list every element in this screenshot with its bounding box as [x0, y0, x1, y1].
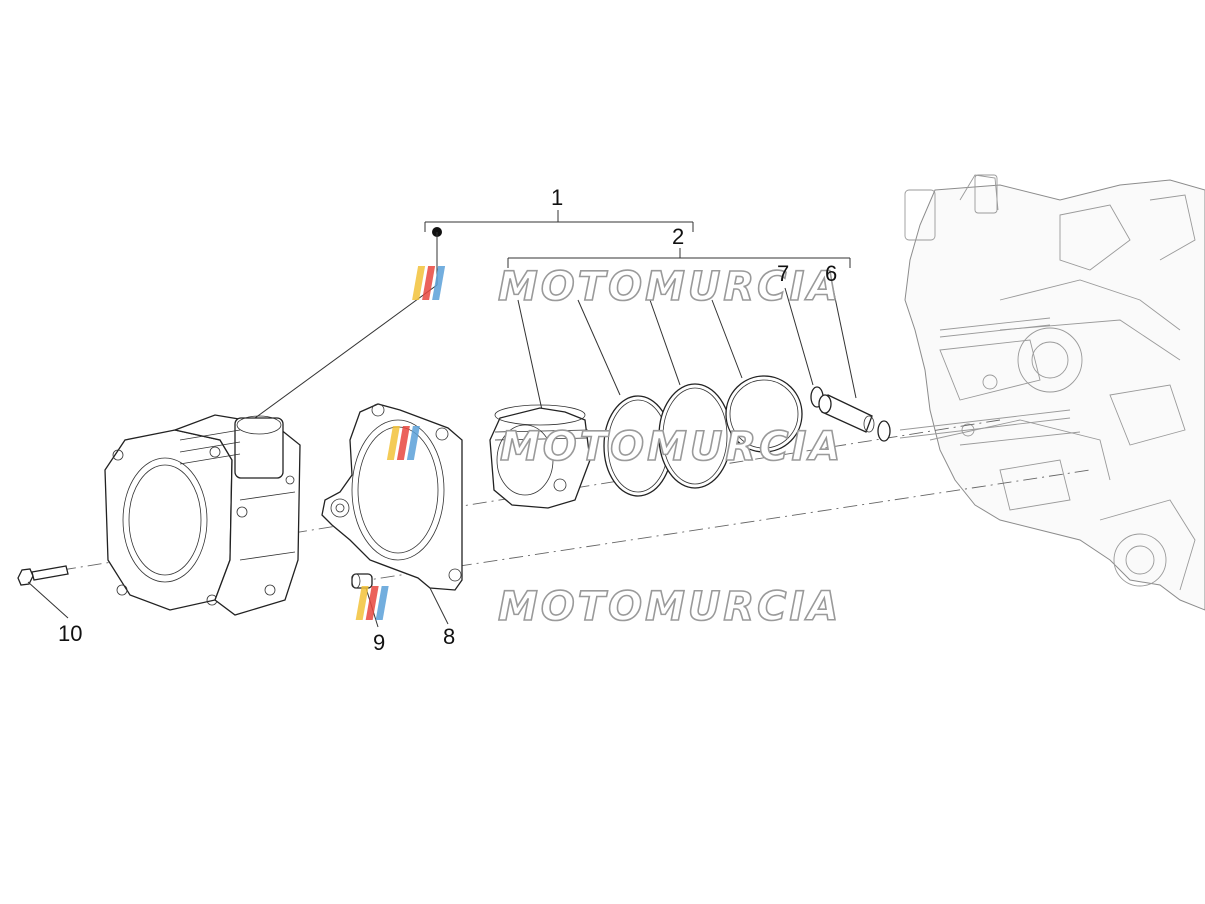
- cylinder-part: [104, 414, 301, 616]
- callout-6: 6: [825, 261, 837, 286]
- watermark-text: MOTOMURCIA: [498, 264, 841, 310]
- piston-ring-2: [658, 383, 732, 489]
- callout-7: 7: [777, 261, 789, 286]
- leaders-7-6: [784, 287, 857, 399]
- engine-block: [899, 174, 1205, 611]
- watermark-text: MOTOMURCIA: [498, 584, 841, 630]
- piston-pin-part-6: [818, 394, 875, 433]
- gasket-part-8: [321, 403, 463, 625]
- callout-8: 8: [443, 624, 455, 649]
- piston-ring-3: [725, 375, 803, 453]
- bolt-part-10: [17, 565, 69, 619]
- watermark-text: MOTOMURCIA: [500, 424, 843, 470]
- bracket-assembly-1: [224, 210, 694, 441]
- watermark-bottom: MOTOMURCIA: [355, 583, 841, 631]
- piston-part: [489, 404, 591, 509]
- watermark-middle: MOTOMURCIA: [386, 423, 843, 471]
- callout-2: 2: [672, 224, 684, 249]
- callout-1: 1: [551, 185, 563, 210]
- watermark-top: MOTOMURCIA: [412, 263, 841, 311]
- callout-10: 10: [58, 621, 82, 646]
- bracket-assembly-2: [507, 248, 851, 411]
- callout-9: 9: [373, 630, 385, 655]
